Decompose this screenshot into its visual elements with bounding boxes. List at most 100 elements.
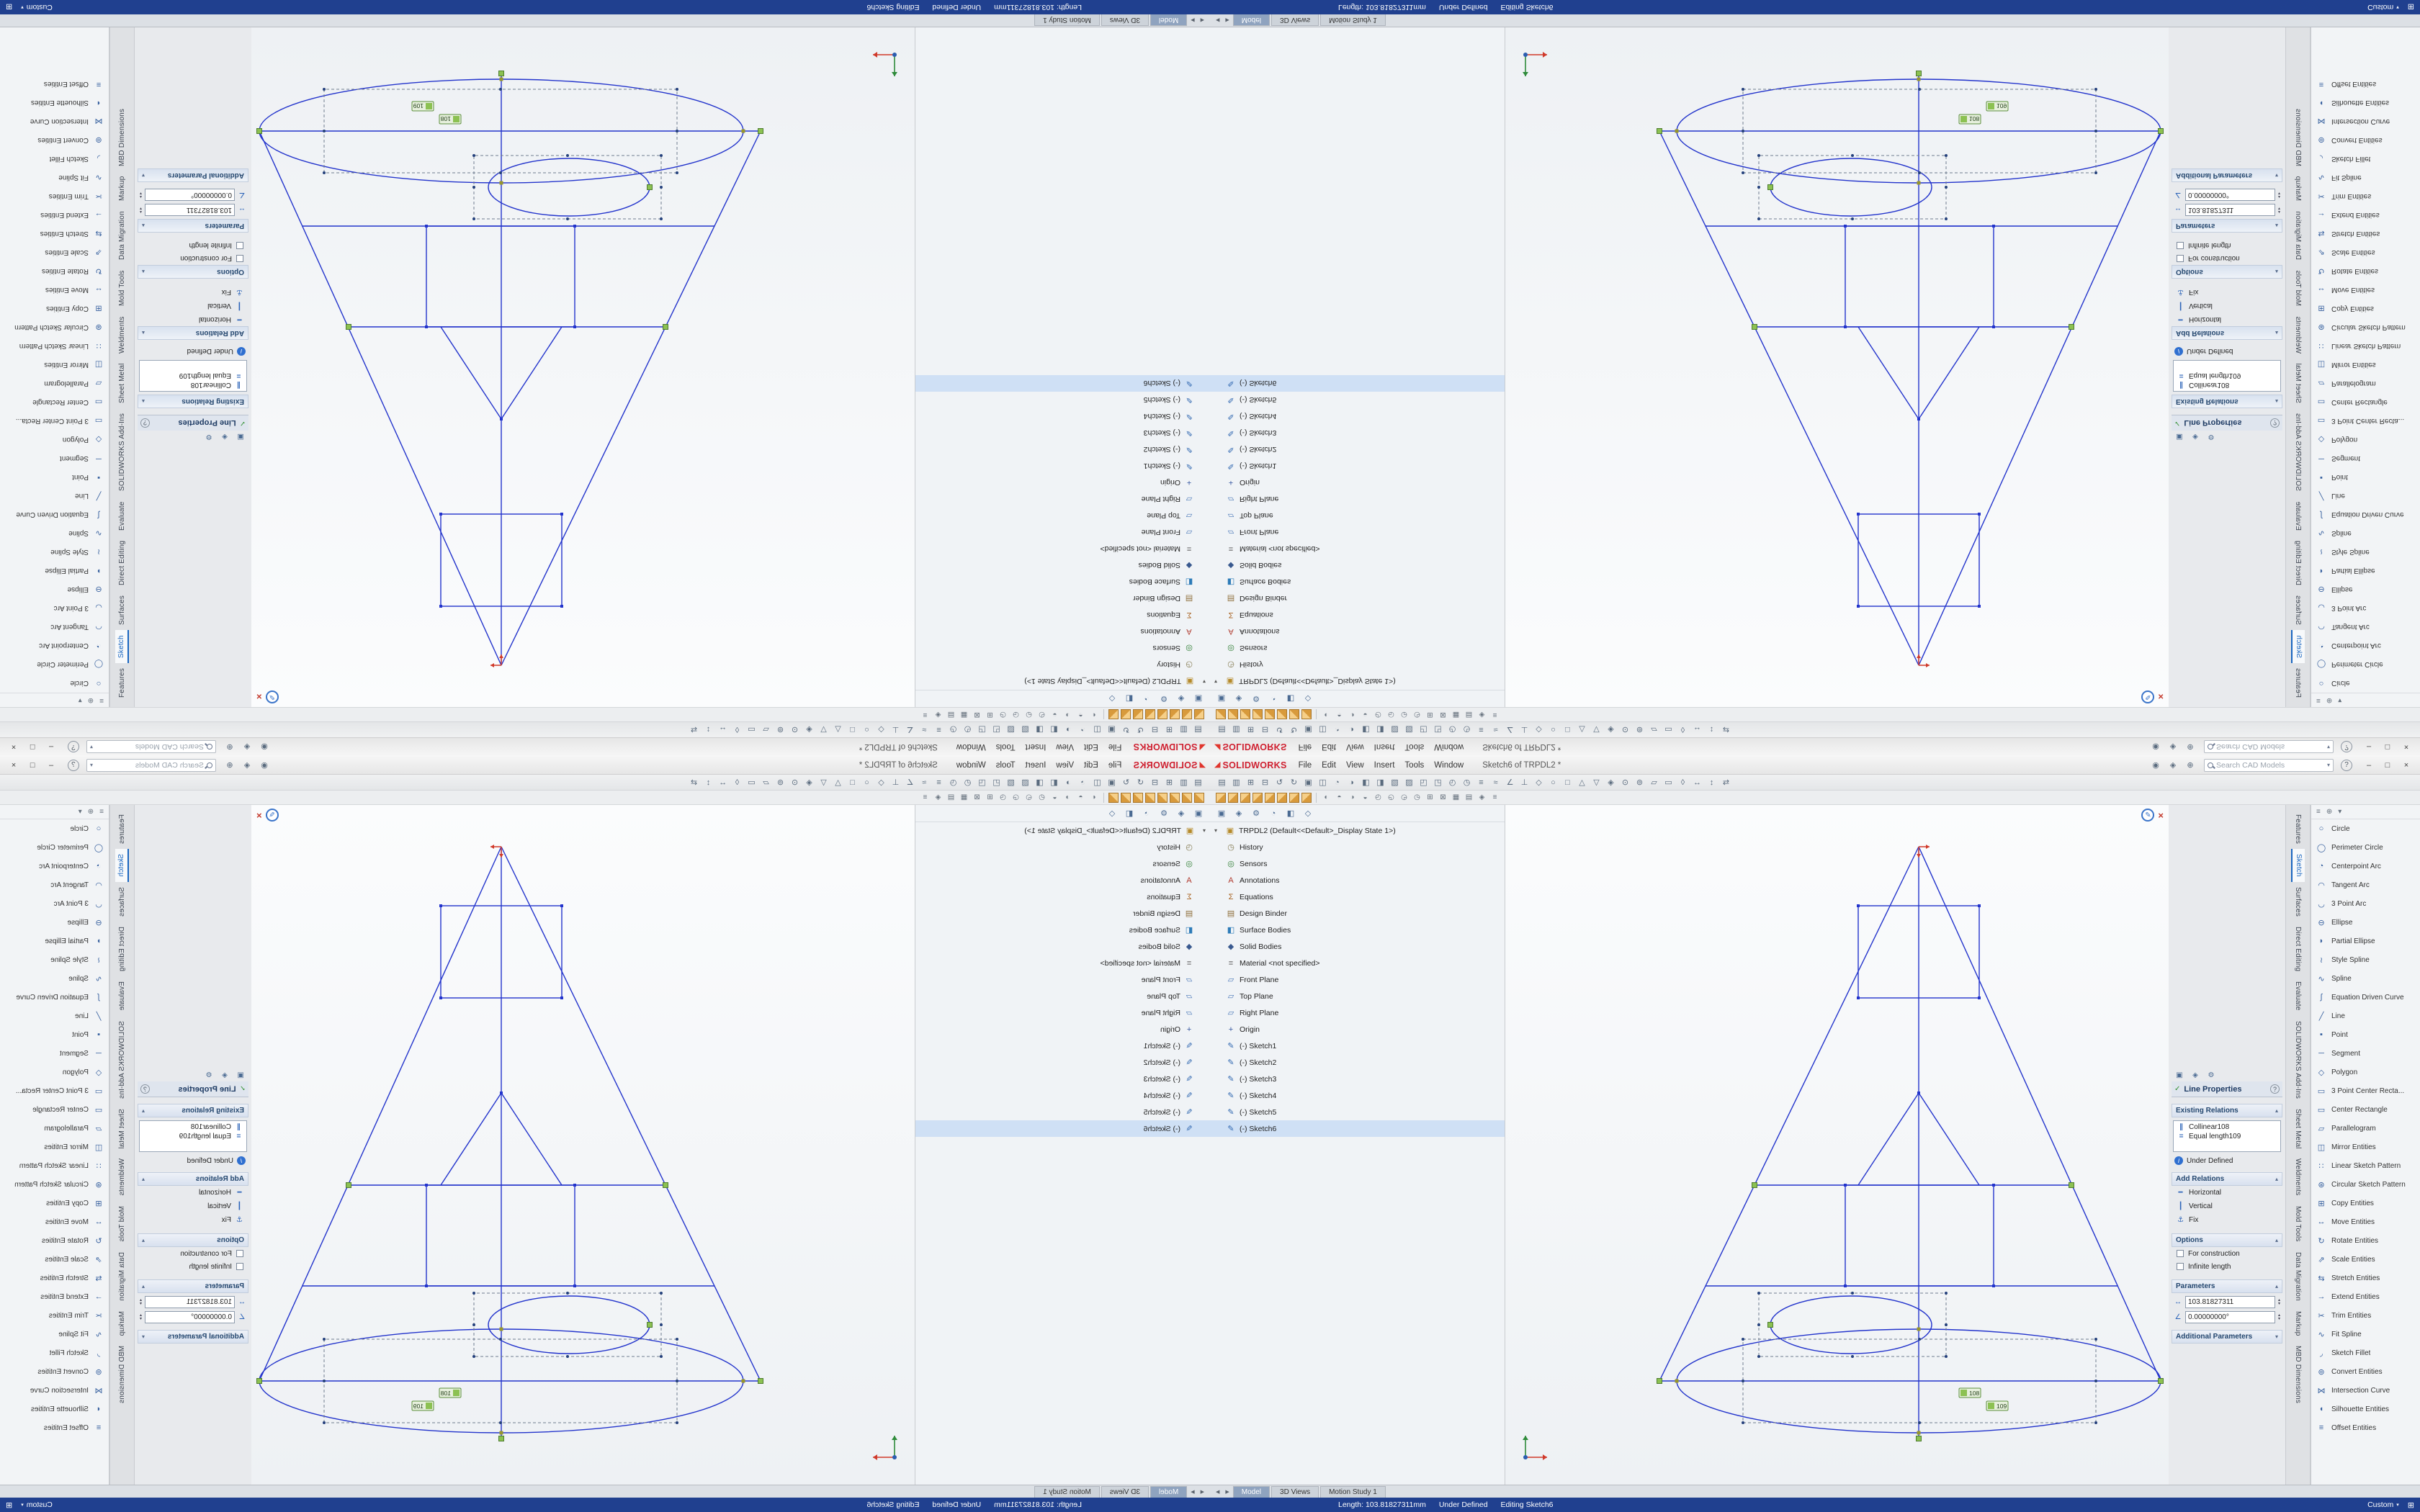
toolbar-icon[interactable]: △ bbox=[835, 778, 841, 787]
toolbar-icon[interactable]: ◳ bbox=[978, 725, 986, 734]
toolbar-icon[interactable]: ⊠ bbox=[1440, 711, 1446, 719]
panel-tab-icon[interactable]: ⚙ bbox=[2208, 1071, 2215, 1079]
toolbar-icon[interactable]: ↔ bbox=[1693, 778, 1701, 787]
feature-tree-item[interactable]: ▱ Top Plane bbox=[1210, 988, 1505, 1004]
toolbar-icon[interactable]: ↕ bbox=[706, 778, 711, 787]
sketch-tool-item[interactable]: ✂ Trim Entities bbox=[0, 187, 109, 206]
command-tab[interactable]: Direct Editing bbox=[118, 926, 126, 972]
panel-tab-icon[interactable]: ◈ bbox=[1235, 694, 1242, 703]
sketch-tool-item[interactable]: ◫ Mirror Entities bbox=[0, 356, 109, 374]
command-tab[interactable]: Data Migration bbox=[118, 1251, 126, 1301]
toolbar-icon[interactable]: ◷ bbox=[949, 778, 957, 787]
tab-scroll-left-icon[interactable]: ◀ bbox=[1200, 17, 1204, 23]
titlebar-icon[interactable]: ◈ bbox=[2169, 761, 2177, 770]
sketch-tool-item[interactable]: ◖ Silhouette Entities bbox=[0, 1400, 109, 1418]
toolbar-icon[interactable]: ◑ bbox=[1350, 711, 1355, 719]
toolbar-icon[interactable]: ≡ bbox=[936, 725, 941, 734]
command-tab[interactable]: Evaluate bbox=[2294, 501, 2302, 531]
titlebar-icon[interactable]: ◉ bbox=[2152, 742, 2159, 751]
sketch-tool-item[interactable]: ◖ Silhouette Entities bbox=[2311, 94, 2420, 112]
toolbar-icon[interactable]: ◶ bbox=[1401, 793, 1407, 801]
toolbar-icon[interactable]: ◒ bbox=[1363, 793, 1368, 801]
toolbar-icon[interactable]: ≡ bbox=[936, 778, 941, 787]
sketch-tool-item[interactable]: ⋈ Intersection Curve bbox=[2311, 1381, 2420, 1400]
view-cube-icon[interactable] bbox=[1228, 709, 1238, 720]
toolbar-icon[interactable]: ⊙ bbox=[1621, 725, 1629, 734]
panel-tab-icon[interactable]: ▣ bbox=[1194, 694, 1203, 703]
feature-tree-root[interactable]: ▾ ▣ TRPDL2 (Default<<Default>_Display St… bbox=[1210, 822, 1505, 839]
command-tab[interactable]: Evaluate bbox=[118, 981, 126, 1011]
spinner-arrows[interactable]: ▴▾ bbox=[2277, 1297, 2280, 1306]
collapse-arrow-icon[interactable]: ▴ bbox=[2275, 398, 2278, 405]
command-tab[interactable]: Surfaces bbox=[2294, 886, 2302, 917]
toolbar-icon[interactable]: ◷ bbox=[1414, 793, 1420, 801]
panel-tab-icon[interactable]: ◇ bbox=[1108, 694, 1116, 703]
view-cube-icon[interactable] bbox=[1145, 709, 1155, 720]
status-grid-icon[interactable]: ⊞ bbox=[2407, 2, 2414, 12]
toolbar-icon[interactable]: ▭ bbox=[1664, 778, 1672, 787]
sketch-tool-item[interactable]: ↔ Move Entities bbox=[2311, 281, 2420, 300]
sketch-tool-item[interactable]: ⇆ Stretch Entities bbox=[2311, 1269, 2420, 1287]
panel-tab-icon[interactable]: ▣ bbox=[237, 1071, 244, 1079]
toolbar-icon[interactable]: ▱ bbox=[763, 725, 769, 734]
sketch-tool-item[interactable]: ◞ Sketch Fillet bbox=[0, 150, 109, 168]
command-tab[interactable]: Features bbox=[2294, 814, 2302, 845]
parameter-field[interactable]: ∠ 0.00000000° ▴▾ bbox=[140, 1311, 246, 1323]
toolbar-icon[interactable]: ⊞ bbox=[1165, 725, 1173, 734]
toolbar-icon[interactable]: ↻ bbox=[1122, 778, 1130, 787]
command-tab[interactable]: Markup bbox=[2294, 1310, 2302, 1336]
sketch-tool-item[interactable]: ≀ Style Spline bbox=[2311, 950, 2420, 969]
sketch-tool-item[interactable]: ⇆ Stretch Entities bbox=[2311, 225, 2420, 243]
collapse-arrow-icon[interactable]: ▴ bbox=[142, 330, 145, 336]
sketch-tool-item[interactable]: ⊚ Convert Entities bbox=[2311, 1362, 2420, 1381]
sketch-tool-item[interactable]: ⇆ Stretch Entities bbox=[0, 1269, 109, 1287]
sketch-tool-item[interactable]: ╱ Line bbox=[2311, 487, 2420, 505]
view-cube-icon[interactable] bbox=[1170, 792, 1180, 803]
menu-item[interactable]: Window bbox=[1434, 760, 1464, 770]
cancel-sketch-icon[interactable]: × bbox=[2158, 691, 2164, 703]
toolbar-icon[interactable]: ◐ bbox=[1324, 793, 1329, 801]
maximize-button[interactable]: □ bbox=[2385, 760, 2390, 770]
panel-header-icon[interactable]: ▾ bbox=[2338, 808, 2342, 816]
feature-tree-item[interactable]: ≡ Material <not specified> bbox=[915, 541, 1210, 557]
close-button[interactable]: × bbox=[11, 760, 17, 770]
sketch-tool-item[interactable]: ╱ Line bbox=[0, 487, 109, 505]
parameter-field[interactable]: ↔ 103.81827311 ▴▾ bbox=[2174, 1296, 2280, 1308]
sketch-tool-item[interactable]: ◔ Centerpoint Arc bbox=[0, 857, 109, 876]
toolbar-icon[interactable]: ↕ bbox=[1709, 778, 1714, 787]
sketch-tool-item[interactable]: ╱ Line bbox=[2311, 1007, 2420, 1025]
toolbar-icon[interactable]: ◈ bbox=[1479, 793, 1485, 801]
command-tab[interactable]: MBD Dimensions bbox=[2294, 1346, 2302, 1404]
panel-header-icon[interactable]: ⊕ bbox=[2326, 808, 2333, 816]
spinner-arrows[interactable]: ▴▾ bbox=[140, 1313, 143, 1321]
toolbar-icon[interactable]: ▦ bbox=[1452, 793, 1460, 801]
feature-tree-item[interactable]: ✎ (-) Sketch1 bbox=[1210, 458, 1505, 474]
toolbar-icon[interactable]: ⊞ bbox=[1427, 793, 1433, 801]
toolbar-icon[interactable]: ⇄ bbox=[1722, 725, 1730, 734]
sketch-tool-item[interactable]: ○ Circle bbox=[2311, 674, 2420, 693]
feature-tree-item[interactable]: ≡ Material <not specified> bbox=[1210, 955, 1505, 971]
sketch-tool-item[interactable]: ◯ Perimeter Circle bbox=[0, 838, 109, 857]
expand-caret-icon[interactable]: ▾ bbox=[1202, 678, 1206, 685]
add-relation-button[interactable]: ⚓ Fix bbox=[2172, 285, 2282, 299]
toolbar-icon[interactable]: □ bbox=[850, 778, 855, 787]
sketch-tool-item[interactable]: ◗ Partial Ellipse bbox=[0, 562, 109, 580]
panel-tab-icon[interactable]: ◧ bbox=[1125, 809, 1134, 818]
section-parameters[interactable]: Parameters ▴ bbox=[2172, 219, 2282, 233]
feature-tree-item[interactable]: ✎ (-) Sketch5 bbox=[915, 392, 1210, 408]
section-existing-relations[interactable]: Existing Relations ▴ bbox=[2172, 1104, 2282, 1117]
toolbar-icon[interactable]: ⊚ bbox=[776, 725, 784, 734]
sketch-tool-item[interactable]: ⊖ Ellipse bbox=[2311, 913, 2420, 932]
toolbar-icon[interactable]: ⊞ bbox=[1247, 778, 1255, 787]
add-relation-button[interactable]: ⚓ Fix bbox=[138, 285, 248, 299]
relation-badge-equal[interactable]: 109 bbox=[411, 1400, 434, 1411]
feature-tree-item[interactable]: ✎ (-) Sketch3 bbox=[1210, 1071, 1505, 1087]
view-cube-icon[interactable] bbox=[1133, 792, 1143, 803]
units-selector[interactable]: Custom ▾ bbox=[21, 3, 53, 12]
cancel-sketch-icon[interactable]: × bbox=[256, 691, 262, 703]
relation-item[interactable]: = Equal length109 bbox=[2174, 1132, 2280, 1141]
sketch-tool-item[interactable]: ⊞ Copy Entities bbox=[2311, 300, 2420, 318]
panel-tab-icon[interactable]: ▣ bbox=[1217, 694, 1226, 703]
sketch-tool-item[interactable]: ◞ Sketch Fillet bbox=[0, 1344, 109, 1362]
checkbox-icon[interactable] bbox=[2177, 1250, 2184, 1257]
